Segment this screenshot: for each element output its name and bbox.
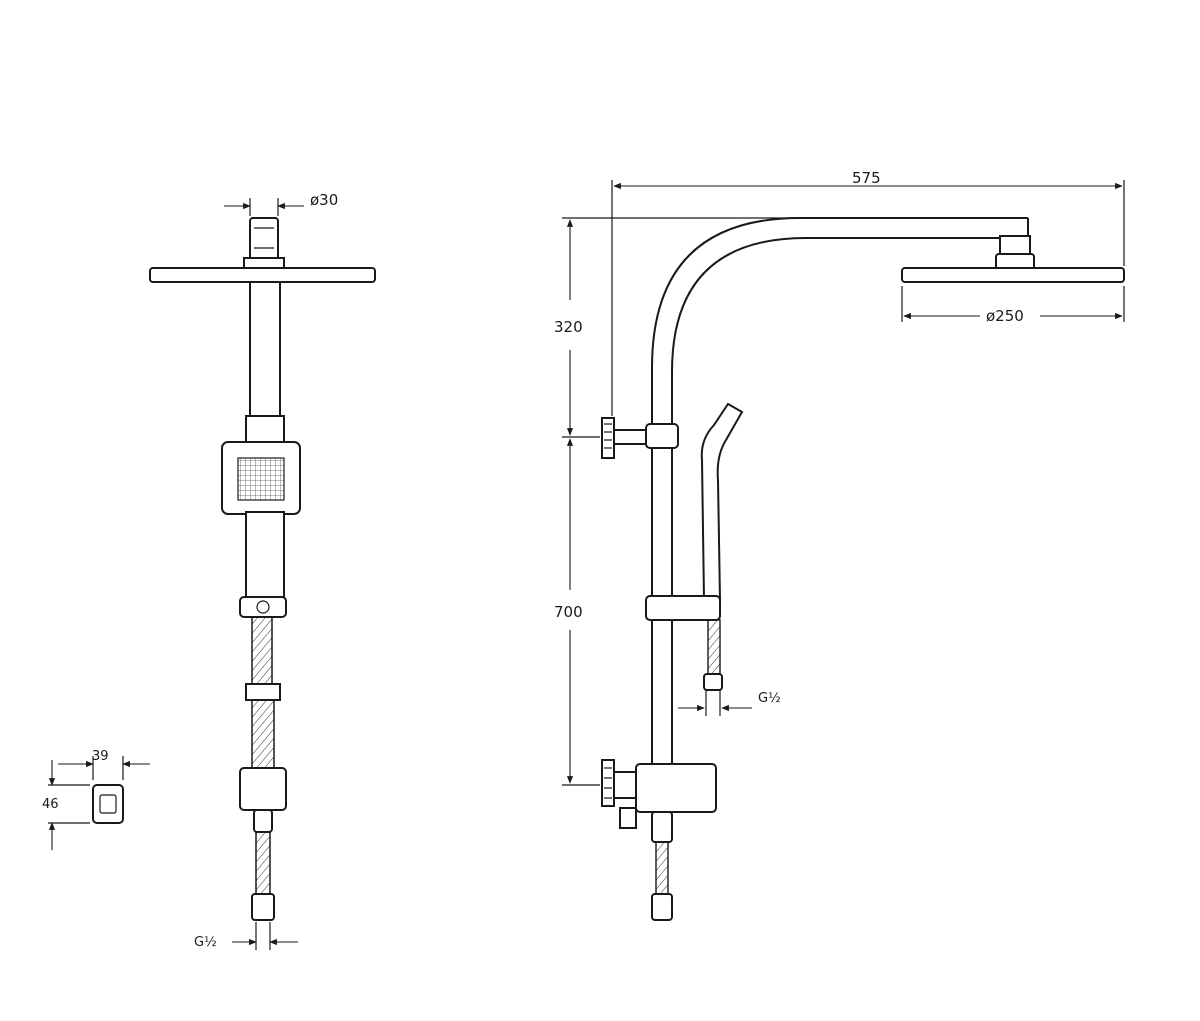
arm-height-label: 320: [554, 318, 583, 336]
pipe-diameter-label: ø30: [310, 191, 338, 209]
reach-dimension-label: 575: [852, 169, 881, 187]
bracket-height-label: 46: [42, 797, 59, 812]
rail-height-label: 700: [554, 603, 583, 621]
side-view-dimensions: 575 320 700 ø250 G½: [554, 169, 1125, 786]
side-hose-connection-label: G½: [758, 691, 781, 706]
front-hose-connection-label: G½: [194, 935, 217, 950]
bracket-width-label: 39: [92, 749, 109, 764]
bracket-detail: 39 46: [42, 749, 150, 850]
front-view-dimensions: ø30 G½: [194, 191, 338, 950]
side-view: [601, 217, 1125, 921]
head-diameter-label: ø250: [986, 307, 1024, 325]
front-view: [149, 217, 376, 921]
